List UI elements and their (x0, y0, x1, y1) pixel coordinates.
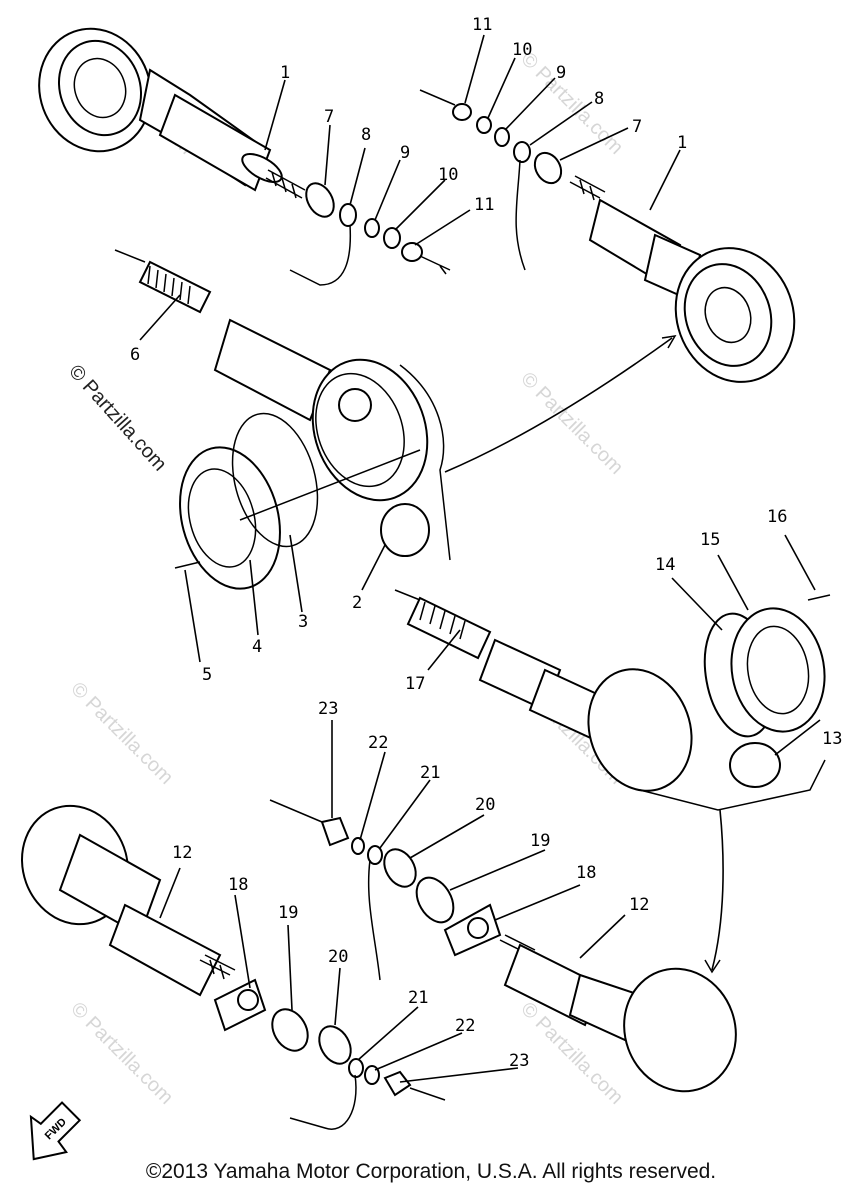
callout-10: 10 (438, 165, 458, 185)
callout-7: 7 (324, 107, 334, 127)
turn-signal-assembly-bottom-right (269, 799, 737, 1093)
callout-9: 9 (556, 63, 566, 83)
callout-21: 21 (420, 763, 440, 783)
callout-10: 10 (512, 40, 532, 60)
turn-signal-assembly-bottom-left (21, 804, 446, 1130)
callout-1: 1 (280, 63, 290, 83)
copyright-notice: ©2013 Yamaha Motor Corporation, U.S.A. A… (145, 1160, 717, 1183)
turn-signal-exploded-middle (114, 249, 677, 590)
callout-19: 19 (530, 831, 550, 851)
callout-11: 11 (472, 15, 492, 35)
callout-22: 22 (455, 1016, 475, 1036)
callout-17: 17 (405, 674, 425, 694)
callout-8: 8 (361, 125, 371, 145)
callout-22: 22 (368, 733, 388, 753)
callout-21: 21 (408, 988, 428, 1008)
callout-18: 18 (576, 863, 596, 883)
callout-18: 18 (228, 875, 248, 895)
callout-13: 13 (822, 729, 842, 749)
turn-signal-exploded-right (394, 589, 831, 974)
callout-14: 14 (655, 555, 675, 575)
callout-23: 23 (318, 699, 338, 719)
hardware-top-left (289, 182, 451, 286)
callout-20: 20 (475, 795, 495, 815)
turn-signal-assembly-top-right (419, 89, 796, 383)
callouts: 1 1 7 7 8 8 9 9 10 10 11 11 6 2 3 4 5 13 (130, 15, 842, 1083)
callout-4: 4 (252, 637, 262, 657)
callout-19: 19 (278, 903, 298, 923)
callout-15: 15 (700, 530, 720, 550)
callout-11: 11 (474, 195, 494, 215)
callout-20: 20 (328, 947, 348, 967)
callout-16: 16 (767, 507, 787, 527)
callout-1: 1 (677, 133, 687, 153)
callout-12: 12 (629, 895, 649, 915)
callout-9: 9 (400, 143, 410, 163)
callout-23: 23 (509, 1051, 529, 1071)
side-watermark: © Partzilla.com (64, 361, 171, 476)
watermark: © Partzilla.com (66, 998, 177, 1109)
callout-7: 7 (632, 117, 642, 137)
turn-signal-assembly-top-left (38, 27, 306, 199)
callout-6: 6 (130, 345, 140, 365)
callout-8: 8 (594, 89, 604, 109)
callout-2: 2 (352, 593, 362, 613)
watermark: © Partzilla.com (516, 368, 627, 479)
callout-3: 3 (298, 612, 308, 632)
watermark: © Partzilla.com (66, 678, 177, 789)
callout-12: 12 (172, 843, 192, 863)
callout-5: 5 (202, 665, 212, 685)
